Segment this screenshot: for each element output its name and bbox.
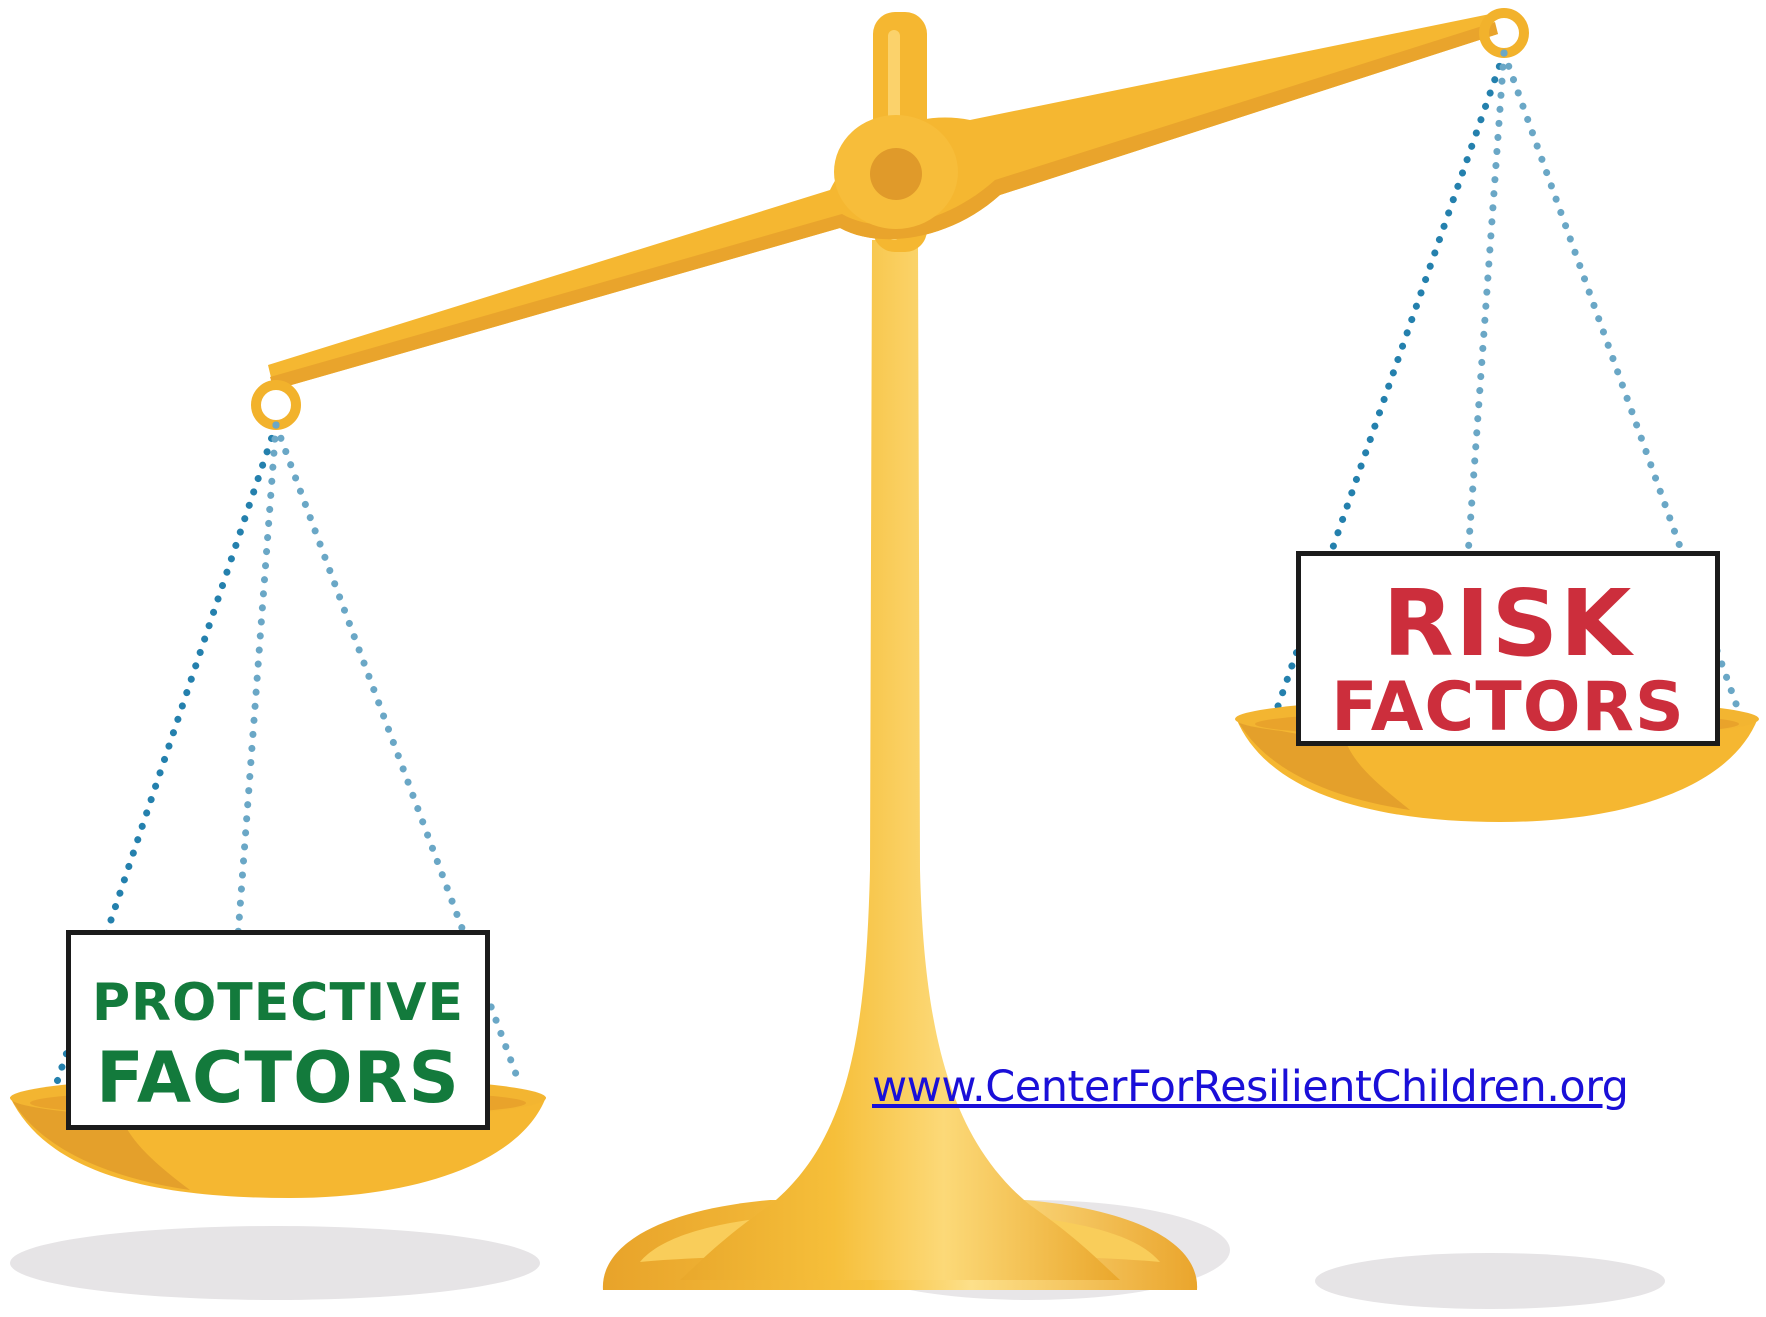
- risk-sign-line1: RISK: [1382, 570, 1634, 677]
- website-link[interactable]: www.CenterForResilientChildren.org: [872, 1062, 1629, 1112]
- protective-sign-line1: PROTECTIVE: [91, 973, 465, 1033]
- scale-beam-shade: [270, 22, 1498, 390]
- scale-post: [680, 240, 1120, 1280]
- right-pan-chains: [1264, 49, 1744, 739]
- protective-factors-sign: PROTECTIVE FACTORS: [66, 930, 490, 1130]
- right-pan-shadow: [1315, 1253, 1665, 1309]
- left-pan-shadow: [10, 1226, 540, 1300]
- scale-pivot: [870, 148, 922, 200]
- protective-sign-line2: FACTORS: [96, 1037, 460, 1119]
- left-hanger-ring: [251, 380, 301, 430]
- left-pan-shade: [10, 1097, 190, 1190]
- risk-factors-sign: RISK FACTORS: [1296, 551, 1720, 746]
- right-pan-shade: [1236, 718, 1410, 810]
- risk-sign-line2: FACTORS: [1331, 668, 1685, 746]
